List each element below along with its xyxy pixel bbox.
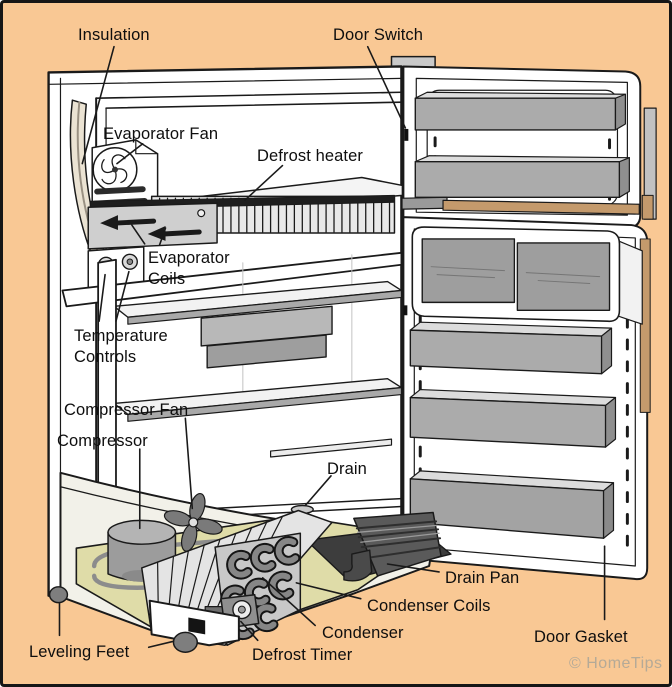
refrigerator-cutaway-illustration	[47, 45, 657, 653]
door-shelf	[409, 388, 617, 448]
leveling-foot	[48, 586, 69, 604]
crisper-drawer	[200, 305, 333, 369]
leader-drain	[304, 475, 332, 507]
label-drain-pan: Drain Pan	[445, 569, 520, 587]
freezer-door-shelf	[414, 155, 630, 199]
leader-drain-pan	[386, 563, 440, 573]
leader-compressor-fan	[184, 417, 194, 510]
label-insulation: Insulation	[78, 26, 150, 44]
label-condenser: Condenser	[322, 624, 404, 642]
label-evaporator-coils: Evaporator Coils	[148, 249, 230, 288]
leader-insulation	[81, 45, 115, 165]
leader-temperature-controls	[98, 273, 106, 322]
base-rail	[148, 599, 240, 647]
label-door-switch: Door Switch	[333, 26, 424, 44]
label-defrost-heater: Defrost heater	[257, 147, 363, 165]
door-switch-plunger	[404, 128, 409, 141]
leader-evaporator-coils	[158, 227, 167, 246]
label-compressor-fan: Compressor Fan	[64, 401, 189, 419]
dairy-compartment	[411, 226, 643, 325]
leader-evaporator-fan	[116, 143, 144, 165]
compressor-fan-blades	[163, 492, 223, 552]
label-temperature-controls: Temperature Controls	[74, 327, 168, 366]
shelf	[113, 280, 403, 325]
leader-defrost-timer	[240, 620, 259, 642]
leader-temperature-controls	[115, 270, 130, 322]
label-leveling-feet: Leveling Feet	[29, 643, 130, 661]
fridge-door	[402, 216, 651, 581]
leader-condenser	[261, 577, 316, 627]
label-compressor: Compressor	[57, 432, 148, 450]
door-shelf	[409, 470, 615, 539]
fridge-compartment	[97, 254, 403, 524]
shelf	[113, 377, 403, 422]
leveling-foot	[172, 631, 198, 653]
freezer-door-shelf	[414, 91, 626, 131]
shelf-rail	[269, 438, 393, 458]
drain-pan-part	[343, 511, 443, 582]
label-condenser-coils: Condenser Coils	[367, 597, 491, 615]
machine-compartment	[48, 471, 452, 653]
leader-lines	[58, 45, 606, 649]
label-drain: Drain	[327, 460, 367, 478]
leader-evaporator-coils	[131, 224, 146, 245]
door-shelf	[409, 321, 613, 375]
evaporator-fan-part	[91, 139, 159, 213]
freezer-floor	[61, 251, 403, 308]
freezer-compartment	[61, 139, 404, 308]
label-door-gasket: Door Gasket	[534, 628, 628, 646]
evaporator-coil-block	[87, 194, 396, 250]
label-defrost-timer: Defrost Timer	[252, 646, 353, 664]
leader-defrost-heater	[244, 164, 284, 202]
leader-door-switch	[366, 45, 407, 129]
door-switch-plunger	[403, 305, 408, 316]
door-hinge-rail	[639, 238, 651, 413]
label-evaporator-fan: Evaporator Fan	[103, 125, 219, 143]
watermark-credit: © HomeTips	[569, 655, 663, 672]
leader-leveling-feet	[147, 640, 175, 649]
freezer-door	[390, 55, 657, 230]
leader-condenser-coils	[295, 582, 362, 600]
